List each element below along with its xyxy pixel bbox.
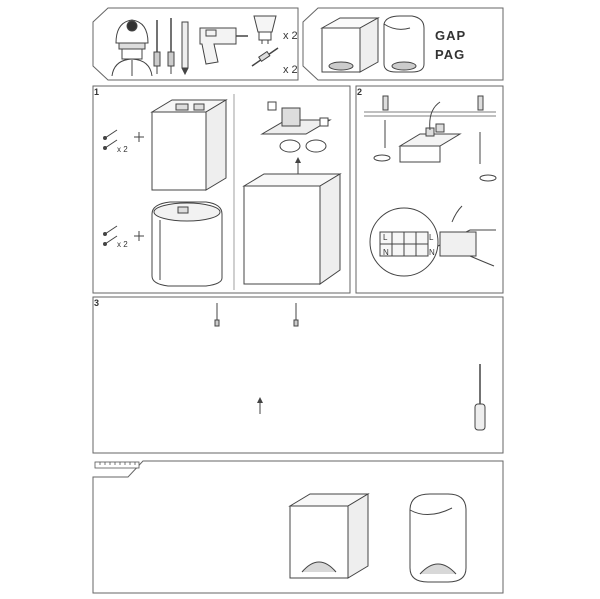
step-1-screws-oval — [103, 225, 118, 246]
step-1-mounting-bracket — [260, 101, 332, 153]
step-2-connector-block — [398, 101, 462, 163]
step-3-number: 3 — [94, 298, 100, 308]
step-3-screw-right — [293, 303, 299, 327]
step-2-number: 2 — [357, 87, 363, 97]
screwdriver-2-icon — [167, 18, 175, 74]
step-3-panel — [92, 296, 504, 454]
pencil-icon — [181, 21, 189, 76]
tools-panel — [92, 7, 299, 81]
step-3-screwdriver-icon — [474, 364, 486, 431]
terminal-label-n-right: N — [429, 248, 435, 257]
wall-plug-screw-icon — [251, 47, 279, 67]
step-2-wall-plugs — [382, 95, 484, 164]
step-2-panel — [355, 85, 504, 294]
ruler-icon — [94, 461, 140, 469]
pag-oval-fixture — [383, 15, 425, 73]
electrician-icon — [111, 19, 153, 77]
step-3-screw-left — [214, 303, 220, 327]
step-1-screw-qty-square: x 2 — [117, 145, 128, 154]
terminal-label-l-left: L — [383, 233, 388, 242]
step-1-screws-square — [103, 129, 118, 150]
step-2-rotate-arrows — [373, 154, 497, 182]
step-1-number: 1 — [94, 87, 100, 97]
step-1-screw-qty-oval: x 2 — [117, 240, 128, 249]
step-1-wall-box — [242, 173, 342, 285]
gap-square-fixture — [320, 17, 380, 73]
final-oval-fixture — [409, 493, 467, 583]
final-square-fixture — [288, 493, 370, 579]
gu10-bulb-icon — [253, 15, 277, 44]
step-1-panel — [92, 85, 351, 294]
terminal-label-n-left: N — [383, 248, 389, 257]
model-panel — [302, 7, 504, 81]
step-2-wiring-detail — [369, 205, 496, 277]
model-name-pag: PAG — [435, 47, 466, 62]
step-1-square-housing — [150, 99, 228, 191]
model-name-gap: GAP — [435, 28, 467, 43]
drill-icon — [199, 27, 248, 65]
terminal-label-l-right: L — [429, 233, 434, 242]
bulb-quantity: x 2 — [283, 30, 298, 42]
step-1-oval-housing — [151, 201, 223, 287]
step-2-ceiling — [364, 111, 496, 117]
screw-quantity: x 2 — [283, 64, 298, 76]
screwdriver-icon — [153, 20, 161, 74]
final-panel — [92, 460, 504, 594]
step-1-plus-signs — [134, 132, 144, 241]
